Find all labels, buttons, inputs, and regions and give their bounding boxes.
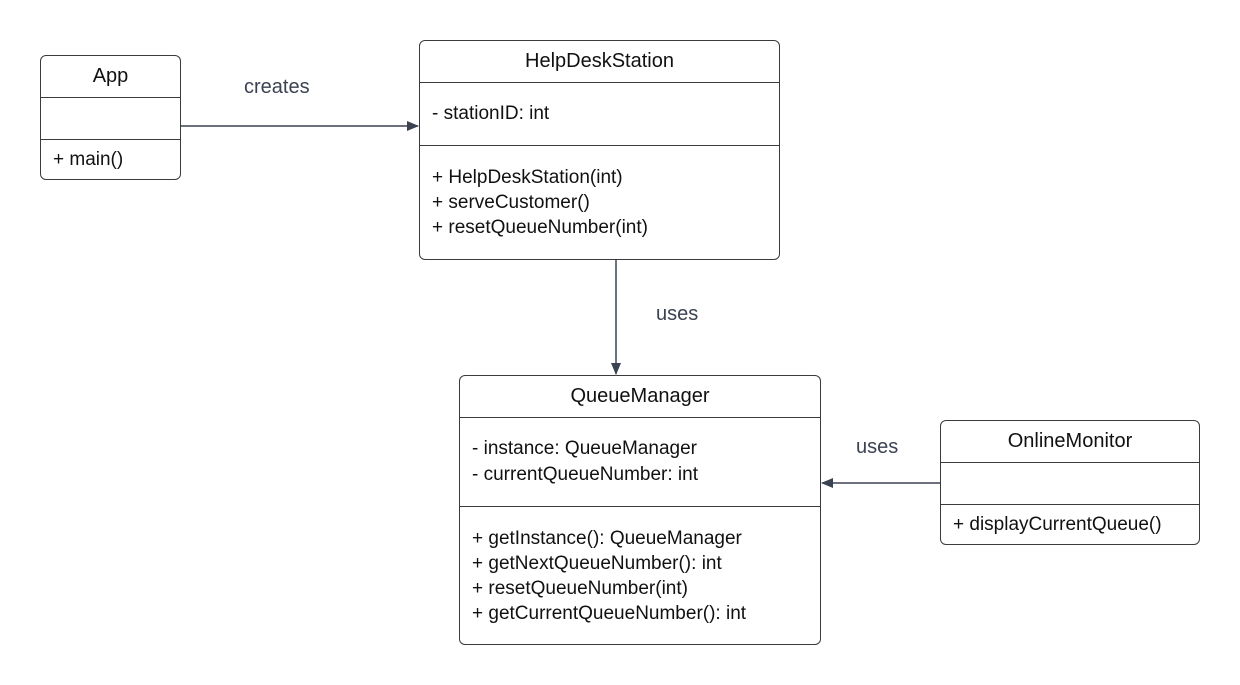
operations-helpdeskstation: + HelpDeskStation(int) + serveCustomer()…	[420, 146, 779, 259]
operation-getcurrentqueuenumber: + getCurrentQueueNumber(): int	[472, 602, 747, 624]
relation-label-uses-monitor: uses	[856, 436, 899, 458]
relation-label-uses-helpdesk: uses	[656, 303, 699, 325]
attributes-helpdeskstation: - stationID: int	[420, 83, 779, 146]
operation-getinstance: + getInstance(): QueueManager	[472, 527, 742, 549]
operations-app: + main()	[41, 140, 180, 179]
class-name-queuemanager: QueueManager	[460, 376, 820, 418]
relation-label-creates: creates	[244, 76, 310, 98]
operation-main: + main()	[53, 149, 124, 170]
class-name-helpdeskstation: HelpDeskStation	[420, 41, 779, 83]
operations-onlinemonitor: + displayCurrentQueue()	[941, 505, 1199, 544]
operation-constructor: + HelpDeskStation(int)	[432, 167, 623, 188]
operation-resetqueuenumber: + resetQueueNumber(int)	[472, 577, 688, 599]
attribute-currentqueuenumber: - currentQueueNumber: int	[472, 464, 698, 485]
attributes-queuemanager: - instance: QueueManager - currentQueueN…	[460, 418, 820, 507]
attribute-stationid: - stationID: int	[432, 103, 550, 124]
attributes-onlinemonitor	[941, 463, 1199, 505]
operation-displaycurrentqueue: + displayCurrentQueue()	[953, 514, 1162, 535]
operation-servecustomer: + serveCustomer()	[432, 192, 590, 213]
class-box-helpdeskstation[interactable]: HelpDeskStation - stationID: int + HelpD…	[419, 40, 780, 260]
class-name-onlinemonitor: OnlineMonitor	[941, 421, 1199, 463]
attribute-instance: - instance: QueueManager	[472, 438, 697, 459]
class-box-onlinemonitor[interactable]: OnlineMonitor + displayCurrentQueue()	[940, 420, 1200, 545]
operation-resetqueuenumber: + resetQueueNumber(int)	[432, 217, 648, 238]
class-name-app: App	[41, 56, 180, 98]
operation-getnextqueuenumber: + getNextQueueNumber(): int	[472, 552, 722, 574]
attributes-app	[41, 98, 180, 140]
operations-queuemanager: + getInstance(): QueueManager + getNextQ…	[460, 507, 820, 644]
class-box-app[interactable]: App + main()	[40, 55, 181, 180]
class-box-queuemanager[interactable]: QueueManager - instance: QueueManager - …	[459, 375, 821, 645]
